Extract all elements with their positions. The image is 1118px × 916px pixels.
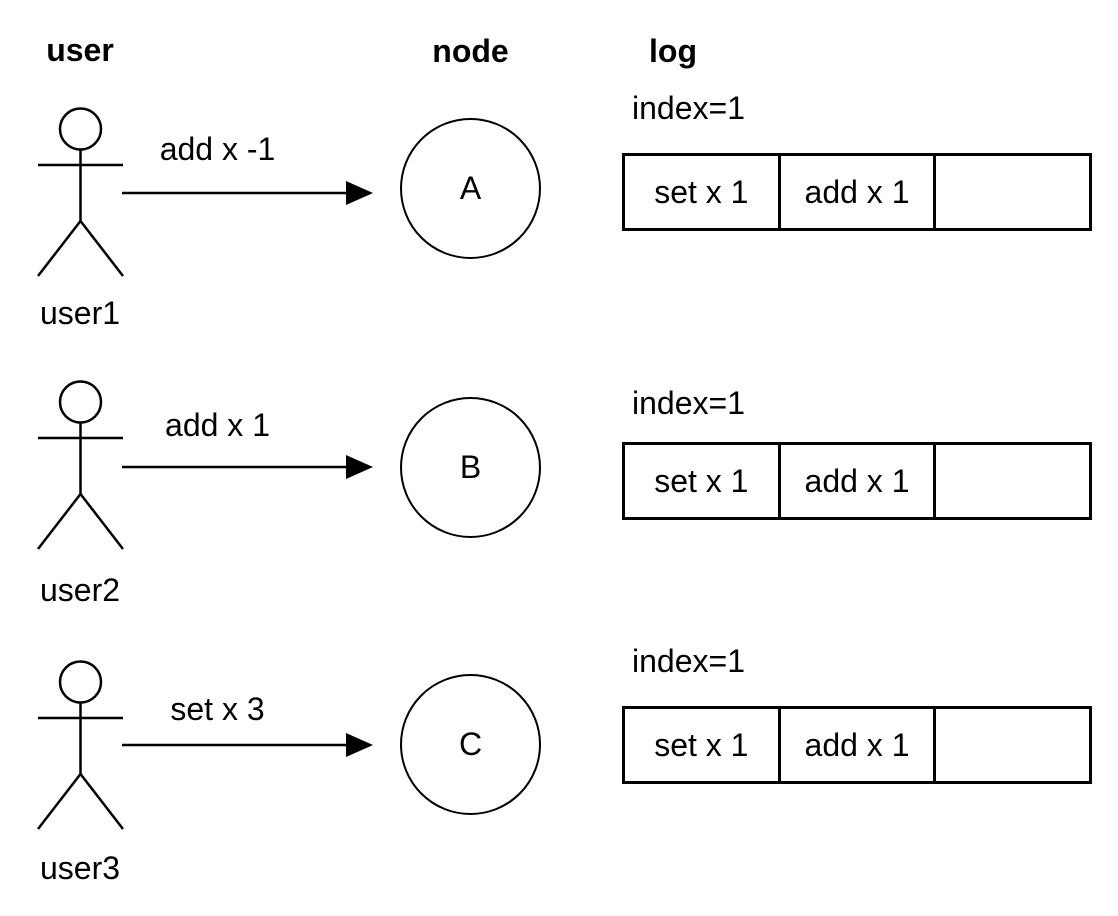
node-circle: A [400, 118, 541, 259]
log-cell: add x 1 [777, 156, 934, 228]
column-header-node: node [432, 33, 509, 69]
log-table: set x 1 add x 1 [622, 706, 1092, 784]
column-header-log: log [649, 33, 697, 69]
log-index-label: index=1 [632, 643, 745, 679]
actor-leg-left [37, 773, 82, 830]
message-label: add x -1 [159, 131, 276, 167]
log-index-label: index=1 [632, 90, 745, 126]
user-name-label: user2 [39, 572, 121, 608]
log-cell: add x 1 [777, 709, 934, 781]
actor-head [58, 380, 103, 424]
arrow-head [346, 455, 373, 479]
stick-figure-icon [37, 380, 124, 550]
arrow-icon [122, 181, 373, 205]
log-cell [933, 445, 1089, 517]
actor-head [58, 107, 103, 151]
node-label: C [458, 726, 483, 762]
log-cell [933, 709, 1089, 781]
arrow-head [346, 733, 373, 757]
log-cell: set x 1 [654, 173, 749, 210]
log-cell: set x 1 [654, 462, 749, 499]
log-table: set x 1 add x 1 [622, 442, 1092, 520]
message-label: add x 1 [165, 407, 270, 443]
user-name-label: user1 [39, 295, 121, 331]
arrow-icon [122, 455, 373, 479]
arrow-head [346, 181, 373, 205]
actor-leg-right [79, 220, 124, 277]
arrow-icon [122, 733, 373, 757]
node-circle: C [400, 674, 541, 815]
node-circle: B [400, 397, 541, 538]
actor-leg-right [79, 493, 124, 550]
actor-head [58, 660, 103, 704]
message-label: set x 3 [170, 691, 265, 727]
actor-leg-left [37, 493, 82, 550]
stick-figure-icon [37, 107, 124, 277]
node-label: B [459, 449, 482, 485]
log-cell: add x 1 [777, 445, 934, 517]
stick-figure-icon [37, 660, 124, 830]
actor-leg-right [79, 773, 124, 830]
actor-leg-left [37, 220, 82, 277]
user-name-label: user3 [39, 850, 121, 886]
log-index-label: index=1 [632, 385, 745, 421]
node-label: A [459, 170, 482, 206]
log-cell [933, 156, 1089, 228]
column-header-user: user [46, 32, 114, 68]
log-cell: set x 1 [654, 726, 749, 763]
log-table: set x 1 add x 1 [622, 153, 1092, 231]
